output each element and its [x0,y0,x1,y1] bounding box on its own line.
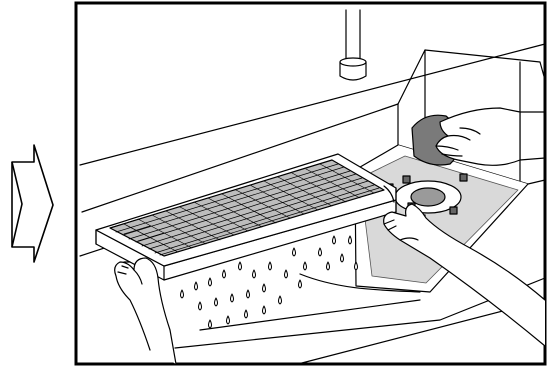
step-arrow-right-icon [12,145,53,262]
